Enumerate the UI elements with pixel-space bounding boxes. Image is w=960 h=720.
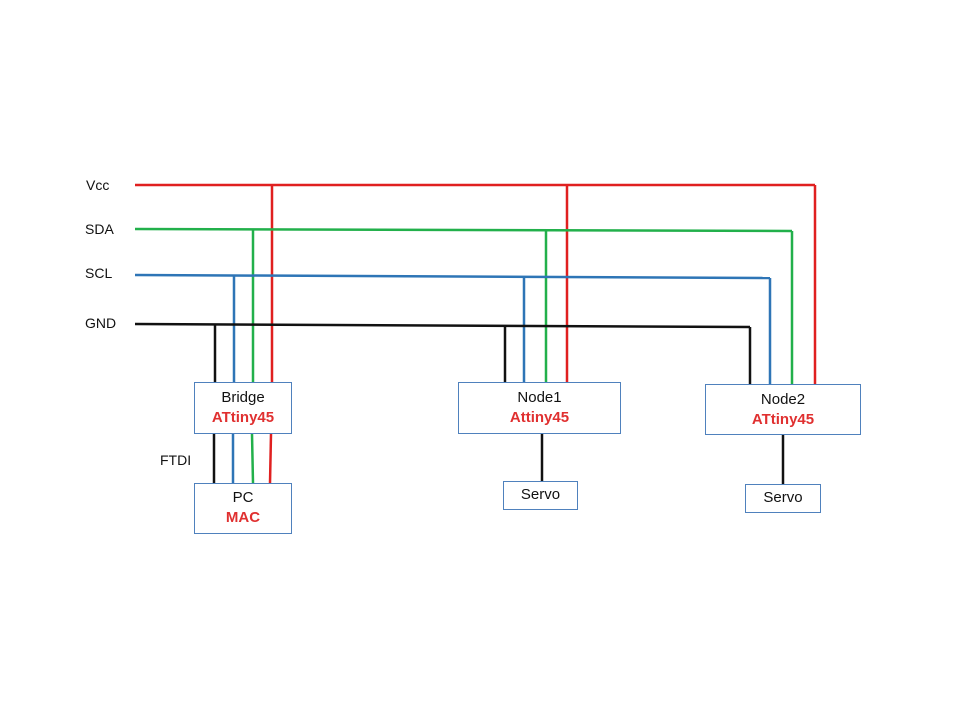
servo1-name: Servo (520, 486, 561, 503)
node1-chip: Attiny45 (509, 409, 570, 426)
vcc-wires (135, 183, 817, 484)
bridge-chip: ATtiny45 (211, 409, 275, 426)
sda-label: SDA (85, 221, 114, 237)
node2-box: Node2 ATtiny45 (705, 384, 861, 435)
servo1-box: Servo (503, 481, 578, 510)
servo2-box: Servo (745, 484, 821, 513)
scl-label: SCL (85, 265, 113, 281)
gnd-bus-line (134, 322, 751, 329)
ftdi-label: FTDI (160, 452, 192, 468)
node1-name: Node1 (517, 389, 562, 406)
vcc-link-pc (268, 433, 273, 484)
vcc-label: Vcc (86, 177, 110, 193)
gnd-wires (134, 322, 785, 484)
sda-link-pc (250, 433, 255, 484)
node1-box: Node1 Attiny45 (458, 382, 621, 434)
bridge-box: Bridge ATtiny45 (194, 382, 292, 434)
scl-bus-line (134, 273, 771, 280)
node2-name: Node2 (760, 391, 806, 408)
pc-chip: MAC (225, 509, 261, 526)
bridge-name: Bridge (221, 389, 265, 406)
scl-wires (134, 273, 772, 483)
servo2-name: Servo (763, 489, 803, 506)
sda-bus-line (134, 227, 793, 233)
pc-name: PC (232, 489, 254, 506)
gnd-label: GND (85, 315, 117, 331)
pc-box: PC MAC (194, 483, 292, 534)
sda-wires (134, 227, 794, 484)
node2-chip: ATtiny45 (751, 411, 815, 428)
